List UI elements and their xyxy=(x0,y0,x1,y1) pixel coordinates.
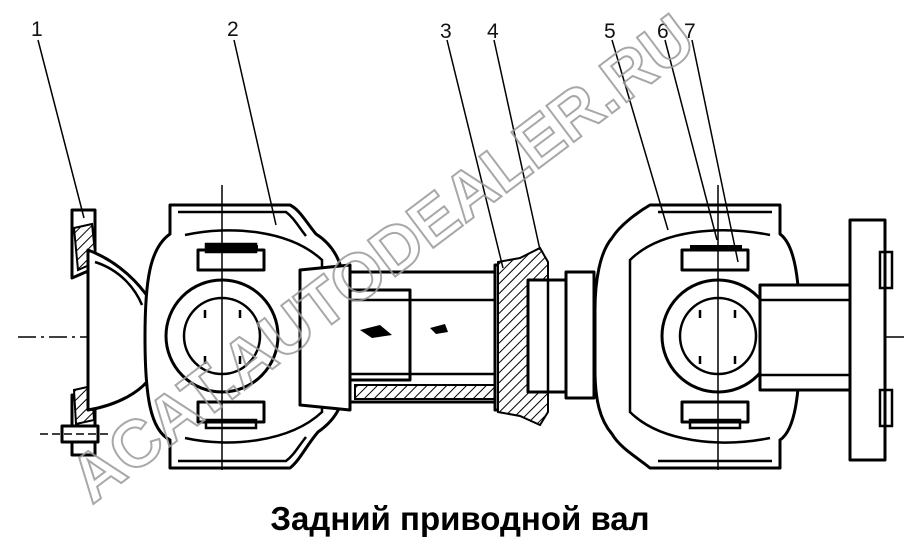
callout-label-6: 6 xyxy=(657,20,669,43)
diagram-caption: Задний приводной вал xyxy=(270,500,650,537)
callout-label-2: 2 xyxy=(227,18,239,41)
leader-lines xyxy=(37,39,739,269)
callout-label-1: 1 xyxy=(31,18,43,41)
right-universal-joint-yoke xyxy=(593,185,802,470)
callout-label-7: 7 xyxy=(684,20,696,43)
left-universal-joint-yoke xyxy=(143,185,347,470)
callout-label-5: 5 xyxy=(604,20,616,43)
callout-label-3: 3 xyxy=(440,20,452,43)
slip-joint-boot xyxy=(493,246,596,427)
right-flange xyxy=(758,218,894,462)
callout-label-4: 4 xyxy=(487,20,499,43)
propeller-shaft-tube xyxy=(298,263,502,412)
